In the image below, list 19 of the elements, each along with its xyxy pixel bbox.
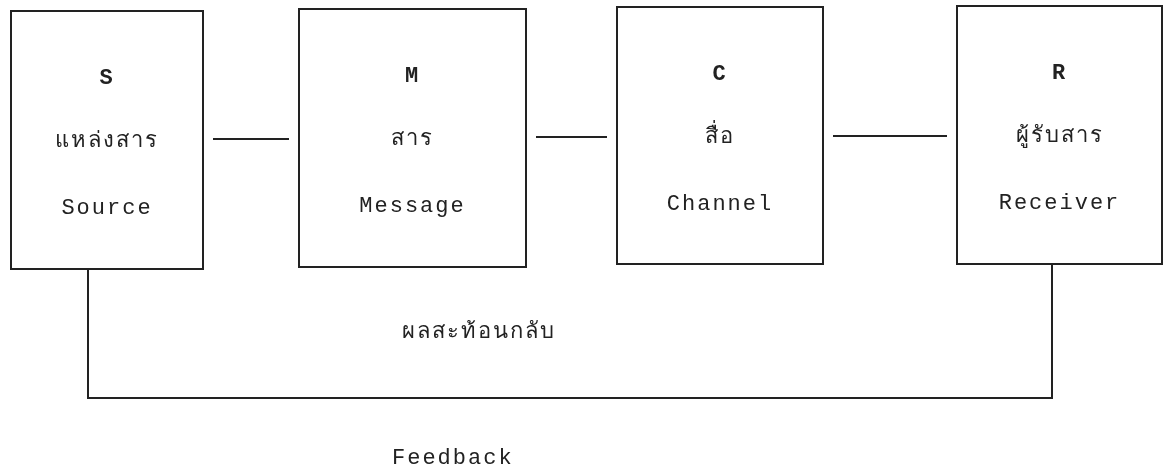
process-box <box>298 8 527 268</box>
connector-line <box>535 136 608 138</box>
box-title: สาร <box>391 126 434 154</box>
connector-line <box>832 135 948 137</box>
box-subtitle: Channel <box>666 191 774 219</box>
box-title: ผู้รับสาร <box>1015 123 1104 151</box>
box-title: แหล่งสาร <box>55 128 159 156</box>
box-letter: M <box>404 63 421 91</box>
box-letter: C <box>712 61 728 89</box>
process-box <box>10 10 204 270</box>
connector-line <box>87 264 1053 399</box>
connector-line <box>212 138 290 140</box>
box-subtitle: Message <box>359 193 466 221</box>
box-subtitle: Receiver <box>998 190 1121 218</box>
process-box <box>616 6 824 265</box>
box-subtitle: Source <box>61 195 153 223</box>
box-letter: R <box>1051 60 1068 88</box>
process-box <box>956 5 1163 265</box>
box-letter: S <box>99 65 115 93</box>
